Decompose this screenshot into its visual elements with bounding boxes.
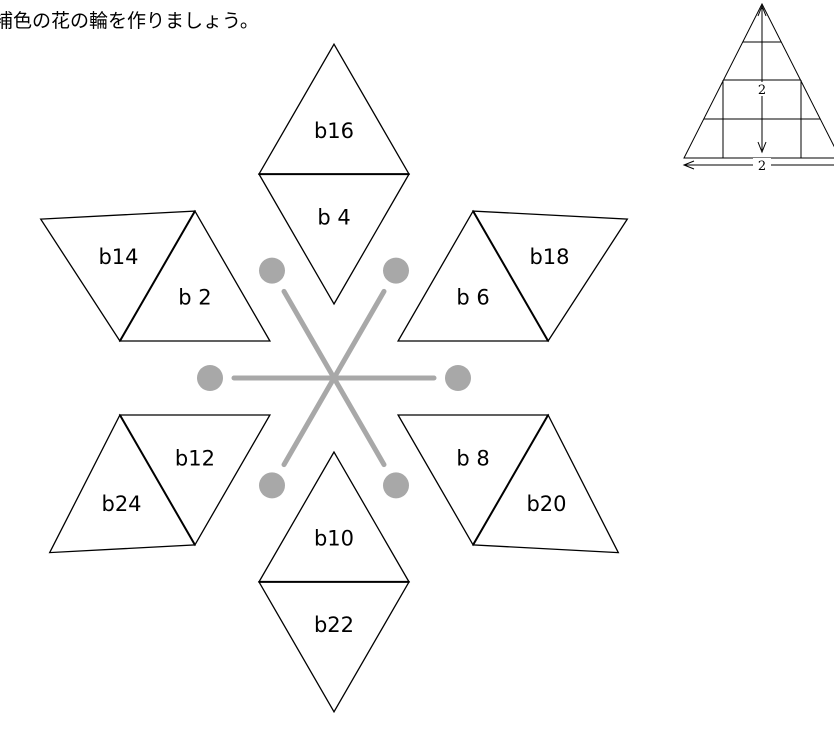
arrow-head	[757, 4, 767, 17]
petal: b22 b10	[257, 450, 411, 714]
petal: b24 b12	[48, 413, 272, 554]
petal-inner-label: b 6	[456, 286, 489, 310]
label-bg	[753, 158, 771, 172]
spinner-arm	[281, 288, 387, 468]
petal-outer-label: b24	[101, 492, 141, 516]
spinner-knob	[259, 257, 285, 284]
petal-inner-label: b12	[175, 446, 215, 470]
petal-outer-label: b22	[314, 613, 354, 637]
petal-inner-label: b 8	[456, 446, 489, 470]
base-dimension-label: 2	[758, 159, 766, 174]
arrow-head	[757, 141, 767, 154]
petal-inner-label: b 4	[317, 205, 350, 229]
instruction-text: 補色の花の輪を作りましょう。	[0, 10, 259, 32]
spinner-knob	[383, 257, 409, 284]
spinner-knob	[259, 472, 285, 499]
petal: b20 b 8	[396, 413, 620, 554]
petal-outer-label: b16	[314, 119, 354, 143]
petal-outer-label: b14	[98, 245, 138, 269]
spinner-knob	[197, 365, 223, 391]
petal-inner-label: b10	[314, 527, 354, 551]
petal: b18 b 6	[396, 209, 629, 343]
petal: b16 b 4	[257, 42, 411, 306]
outer-triangle	[257, 581, 411, 714]
inner-triangle	[257, 173, 411, 306]
shared-edge	[472, 210, 549, 342]
shared-edge	[119, 414, 196, 546]
label-bg	[754, 82, 770, 96]
inner-triangle	[257, 450, 411, 583]
petal-inner-label: b 2	[178, 286, 211, 310]
spinner-knob	[445, 365, 471, 391]
arrow-head	[682, 160, 695, 170]
shared-edge	[119, 210, 196, 342]
reference-triangle: 22	[682, 2, 834, 174]
petal-outer-label: b20	[526, 492, 566, 516]
shared-edge	[472, 414, 549, 546]
outer-triangle	[257, 42, 411, 175]
spinner-knob	[383, 472, 409, 499]
petal: b14 b 2	[39, 209, 272, 343]
height-dimension-label: 2	[758, 83, 766, 98]
ref-outline	[683, 2, 834, 159]
center-spinner	[197, 257, 471, 499]
petal-group: b16 b 4 b18 b 6 b20 b 8 b22 b10 b24 b12 b14 b 2	[39, 42, 629, 714]
petal-outer-label: b18	[529, 245, 569, 269]
